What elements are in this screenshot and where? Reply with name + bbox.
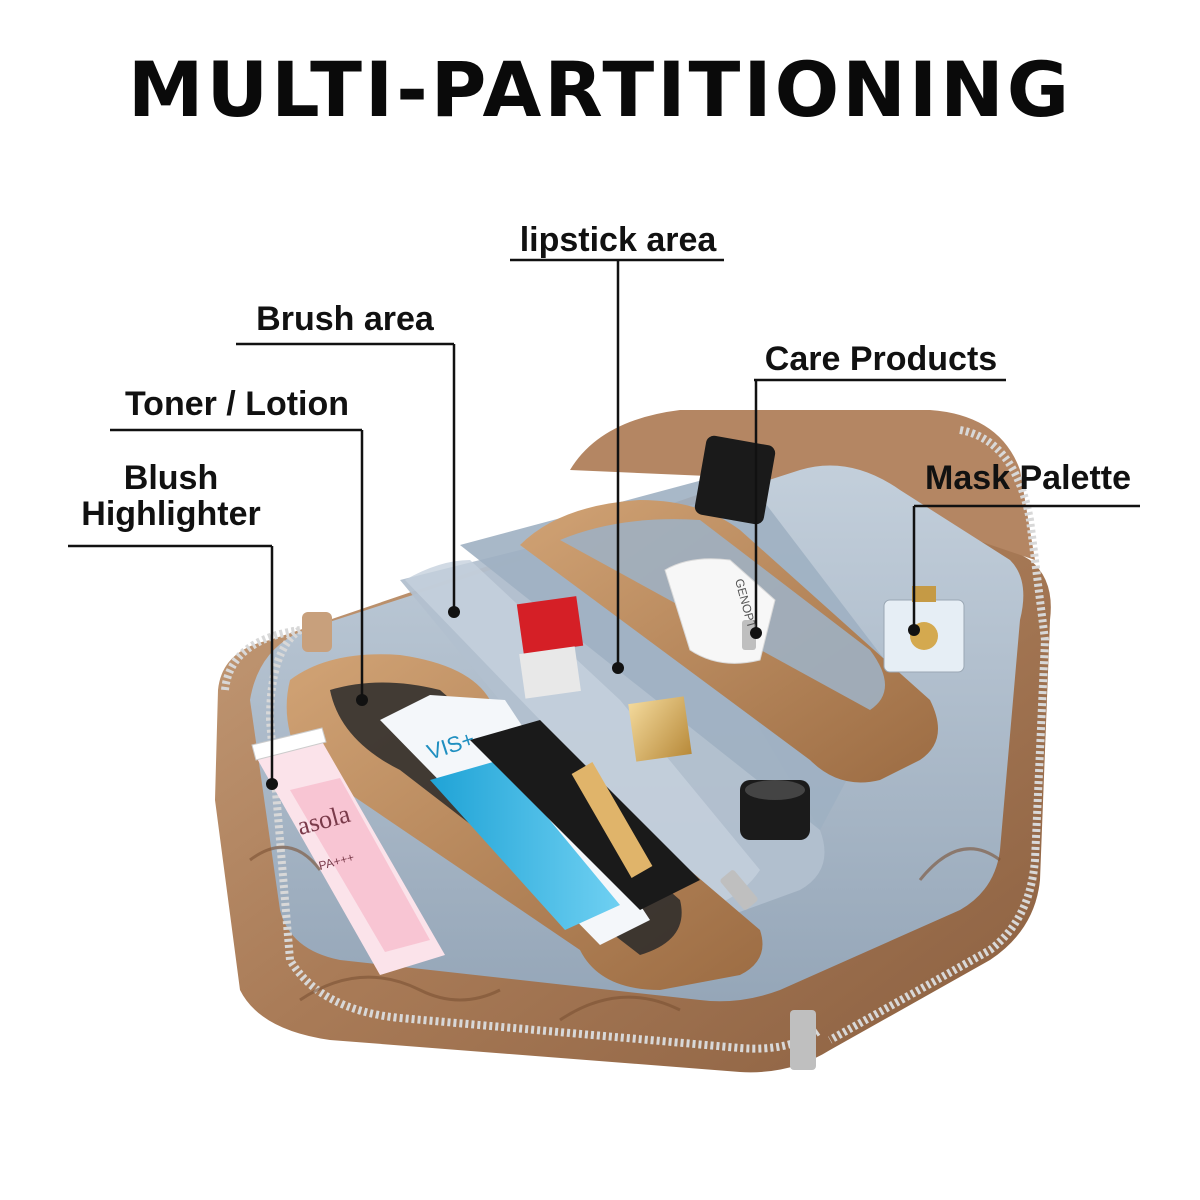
zipper-pull-left	[302, 612, 332, 652]
callout-lipstick-area: lipstick area	[519, 221, 717, 259]
bag-back-lid	[570, 410, 1035, 560]
callout-blush-line2: Highlighter	[81, 495, 261, 533]
blue-cream-tube	[380, 695, 650, 945]
zipper-pull-bottom	[790, 1010, 816, 1070]
callout-dots	[266, 606, 920, 790]
callout-toner-lotion: Toner / Lotion	[124, 385, 350, 423]
black-compact	[740, 780, 810, 840]
gold-lipstick	[571, 696, 692, 878]
zipper-pull-mesh	[720, 870, 758, 910]
callout-blush-highlighter: Blush Highlighter	[68, 460, 274, 532]
front-zipper	[221, 626, 823, 1053]
callout-blush-line1: Blush	[123, 459, 219, 497]
zipper-pull-pouch	[742, 620, 756, 650]
floral-emboss	[249, 845, 1001, 1022]
right-zipper	[828, 426, 1050, 1044]
headline: MULTI-PARTITIONING	[127, 45, 1073, 134]
callout-mask-palette: Mask Palette	[925, 459, 1131, 497]
pink-tube	[251, 727, 445, 975]
callout-brush-area: Brush area	[256, 300, 434, 338]
divider-mesh	[405, 560, 760, 910]
callout-lines	[68, 258, 1140, 784]
callout-care-products: Care Products	[764, 340, 998, 378]
red-lipstick	[516, 596, 584, 699]
